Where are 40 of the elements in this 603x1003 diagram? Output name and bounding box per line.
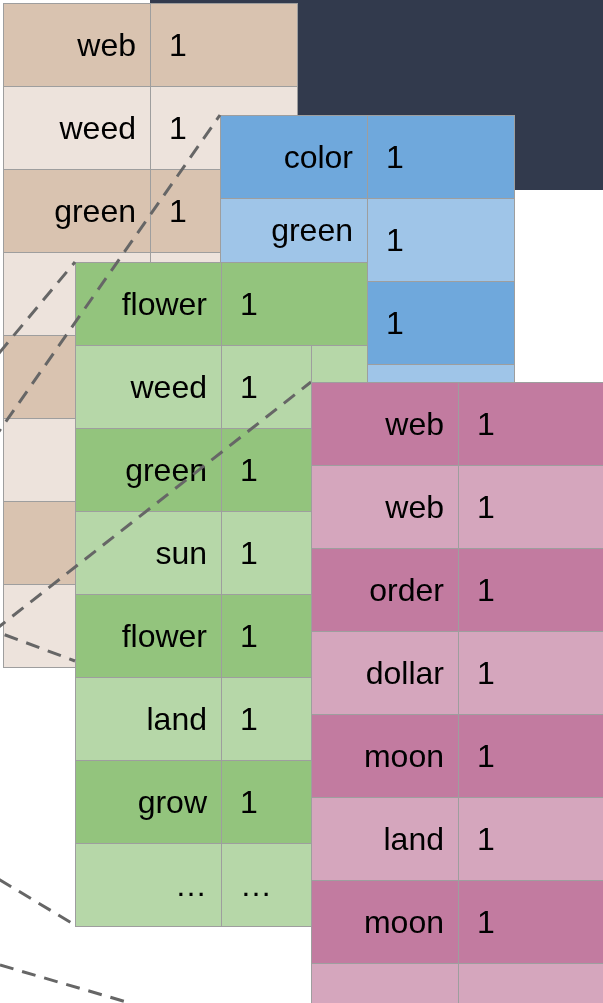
table-cell: green bbox=[75, 428, 222, 512]
table-cell: 1 bbox=[458, 548, 603, 632]
table-cell: land bbox=[75, 677, 222, 761]
table-cell: web bbox=[3, 3, 151, 87]
table-cell: 1 bbox=[458, 465, 603, 549]
table-cell: color bbox=[220, 115, 368, 199]
table-cell: dollar bbox=[311, 631, 459, 715]
table-cell: moon bbox=[311, 880, 459, 964]
table-cell: 1 bbox=[367, 198, 515, 282]
table-cell: moon bbox=[311, 714, 459, 798]
table-cell: 1 bbox=[458, 714, 603, 798]
table-cell: 1 bbox=[367, 281, 515, 365]
table-cell: 1 bbox=[458, 631, 603, 715]
table-cell: 1 bbox=[221, 428, 312, 512]
table-cell: green bbox=[3, 169, 151, 253]
table-cell: 1 bbox=[221, 345, 312, 429]
table-cell: green bbox=[220, 198, 368, 263]
table-cell: land bbox=[311, 797, 459, 881]
table-cell: 1 bbox=[221, 760, 312, 844]
table-cell: 1 bbox=[458, 797, 603, 881]
table-cell: 1 bbox=[221, 677, 312, 761]
table-cell: 1 bbox=[221, 262, 368, 346]
table-cell: grow bbox=[75, 760, 222, 844]
table-cell: flower bbox=[75, 262, 222, 346]
table-cell: order bbox=[311, 548, 459, 632]
table-cell: 1 bbox=[150, 169, 221, 253]
table-cell: 1 bbox=[150, 3, 298, 87]
table-cell: 1 bbox=[458, 880, 603, 964]
table-cell: web bbox=[311, 382, 459, 466]
table-cell: 1 bbox=[458, 382, 603, 466]
table-cell: web bbox=[311, 465, 459, 549]
table-cell: sun bbox=[75, 511, 222, 595]
table-cell: flower bbox=[75, 594, 222, 678]
table-cell: 1 bbox=[221, 511, 312, 595]
table-cell: weed bbox=[75, 345, 222, 429]
table-cell: … bbox=[75, 843, 222, 927]
table-cell: weed bbox=[3, 86, 151, 170]
table-cell: 1 bbox=[221, 594, 312, 678]
table-cell: 1 bbox=[367, 115, 515, 199]
table-cell: … bbox=[221, 843, 312, 927]
